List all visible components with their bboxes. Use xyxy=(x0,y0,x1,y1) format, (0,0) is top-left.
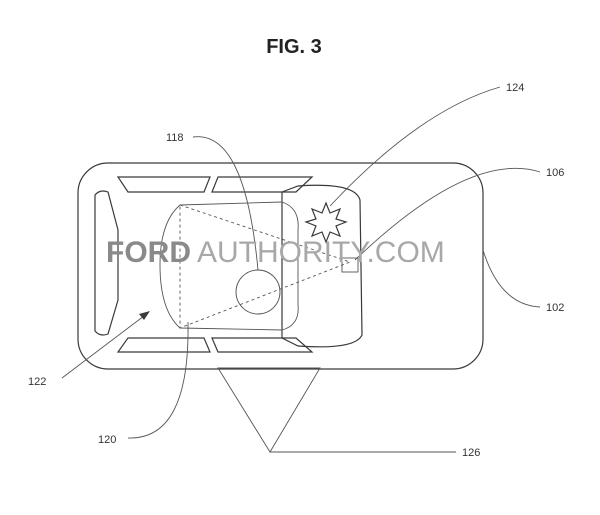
projection-cone xyxy=(217,367,321,453)
ref-120: 120 xyxy=(98,434,116,446)
watermark-brand: FORD xyxy=(106,236,191,269)
side-window-top-front xyxy=(211,176,314,193)
leader-124 xyxy=(329,86,501,207)
ref-118: 118 xyxy=(166,132,184,144)
leader-122 xyxy=(61,312,149,379)
side-window-bottom-rear xyxy=(116,337,211,353)
windshield xyxy=(281,184,363,348)
ref-102: 102 xyxy=(546,302,564,314)
side-window-top-rear xyxy=(116,176,211,193)
leader-106 xyxy=(354,168,541,261)
side-window-bottom-front xyxy=(211,337,314,353)
occupant-head xyxy=(235,269,281,315)
figure-title: FIG. 3 xyxy=(266,36,322,58)
ref-122: 122 xyxy=(28,376,46,388)
ref-126: 126 xyxy=(462,447,480,459)
camera-sensor xyxy=(341,257,359,273)
arrowhead-122 xyxy=(139,311,150,320)
rear-window xyxy=(94,190,119,336)
leader-118 xyxy=(192,136,259,271)
camera-field-of-view xyxy=(179,204,352,329)
starburst-alert-icon xyxy=(304,201,348,244)
vehicle-body xyxy=(77,162,484,370)
ref-106: 106 xyxy=(546,167,564,179)
leader-120 xyxy=(127,321,189,439)
cabin-outline xyxy=(159,201,299,331)
leader-102 xyxy=(482,249,541,308)
watermark-rest: AUTHORITY.COM xyxy=(197,236,445,269)
ref-124: 124 xyxy=(506,82,524,94)
